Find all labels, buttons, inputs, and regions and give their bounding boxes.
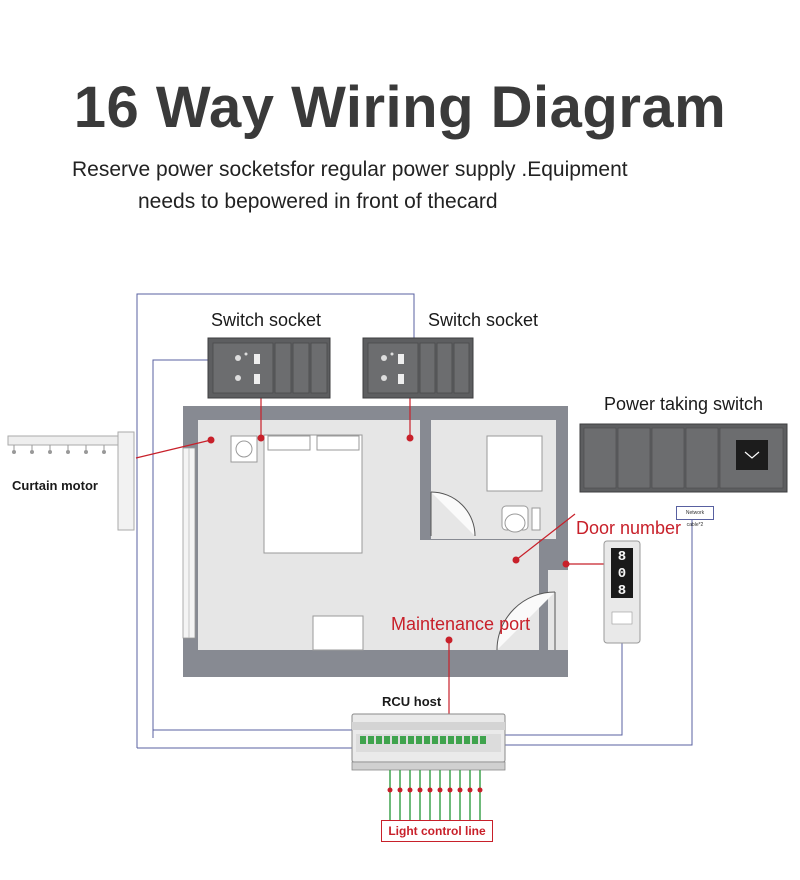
switch-socket-left [207, 337, 331, 399]
page-title: 16 Way Wiring Diagram [73, 75, 727, 140]
wire-door-number [505, 640, 623, 736]
door-number-plate [603, 540, 641, 644]
pillow-left [267, 435, 311, 451]
pillow-right [316, 435, 360, 451]
wire-outer-loop [136, 293, 415, 748]
label-maintenance-port: Maintenance port [391, 614, 531, 634]
shower [486, 435, 543, 492]
wire-inner-loop [152, 359, 209, 738]
room-floor-lower [198, 540, 539, 650]
curtain-motor [7, 431, 135, 531]
bathroom-wall-left [420, 420, 431, 540]
red-wires [135, 398, 604, 722]
door-digit-1: 8 [617, 549, 627, 566]
door-number-display: 8 0 8 [611, 549, 633, 599]
light-control-lines [387, 770, 483, 820]
label-light-control-line: Light control line [381, 820, 493, 842]
subtitle-line-1: Reserve power socketsfor regular power s… [72, 158, 628, 181]
control-wires [136, 293, 693, 749]
label-network-cable: Network cable*2 [676, 506, 714, 528]
rcu-host [351, 713, 506, 771]
label-rcu-host: RCU host [382, 694, 442, 709]
floor-plan [182, 406, 568, 677]
bathroom-door-arc [430, 491, 476, 537]
label-switch-socket-right: Switch socket [428, 310, 539, 330]
connection-dots [207, 434, 570, 644]
door-digit-3: 8 [617, 582, 627, 599]
switch-socket-right [362, 337, 474, 399]
label-door-number: Door number [576, 518, 682, 538]
toilet-bowl [504, 513, 526, 533]
entrance-door-gap [548, 570, 568, 650]
entrance-door-arc [496, 591, 556, 651]
bed [263, 434, 363, 554]
entrance-wall [539, 540, 568, 564]
sink [531, 507, 541, 531]
label-curtain-motor: Curtain motor [12, 478, 98, 493]
wire-power-switch [505, 517, 693, 746]
subtitle-line-2: needs to bepowered in front of thecard [138, 190, 498, 213]
label-power-taking-switch: Power taking switch [604, 394, 764, 414]
door-digit-2: 0 [617, 565, 627, 582]
lamp [235, 440, 253, 458]
power-taking-switch [579, 423, 788, 493]
label-switch-socket-left: Switch socket [211, 310, 322, 330]
desk [312, 615, 364, 651]
